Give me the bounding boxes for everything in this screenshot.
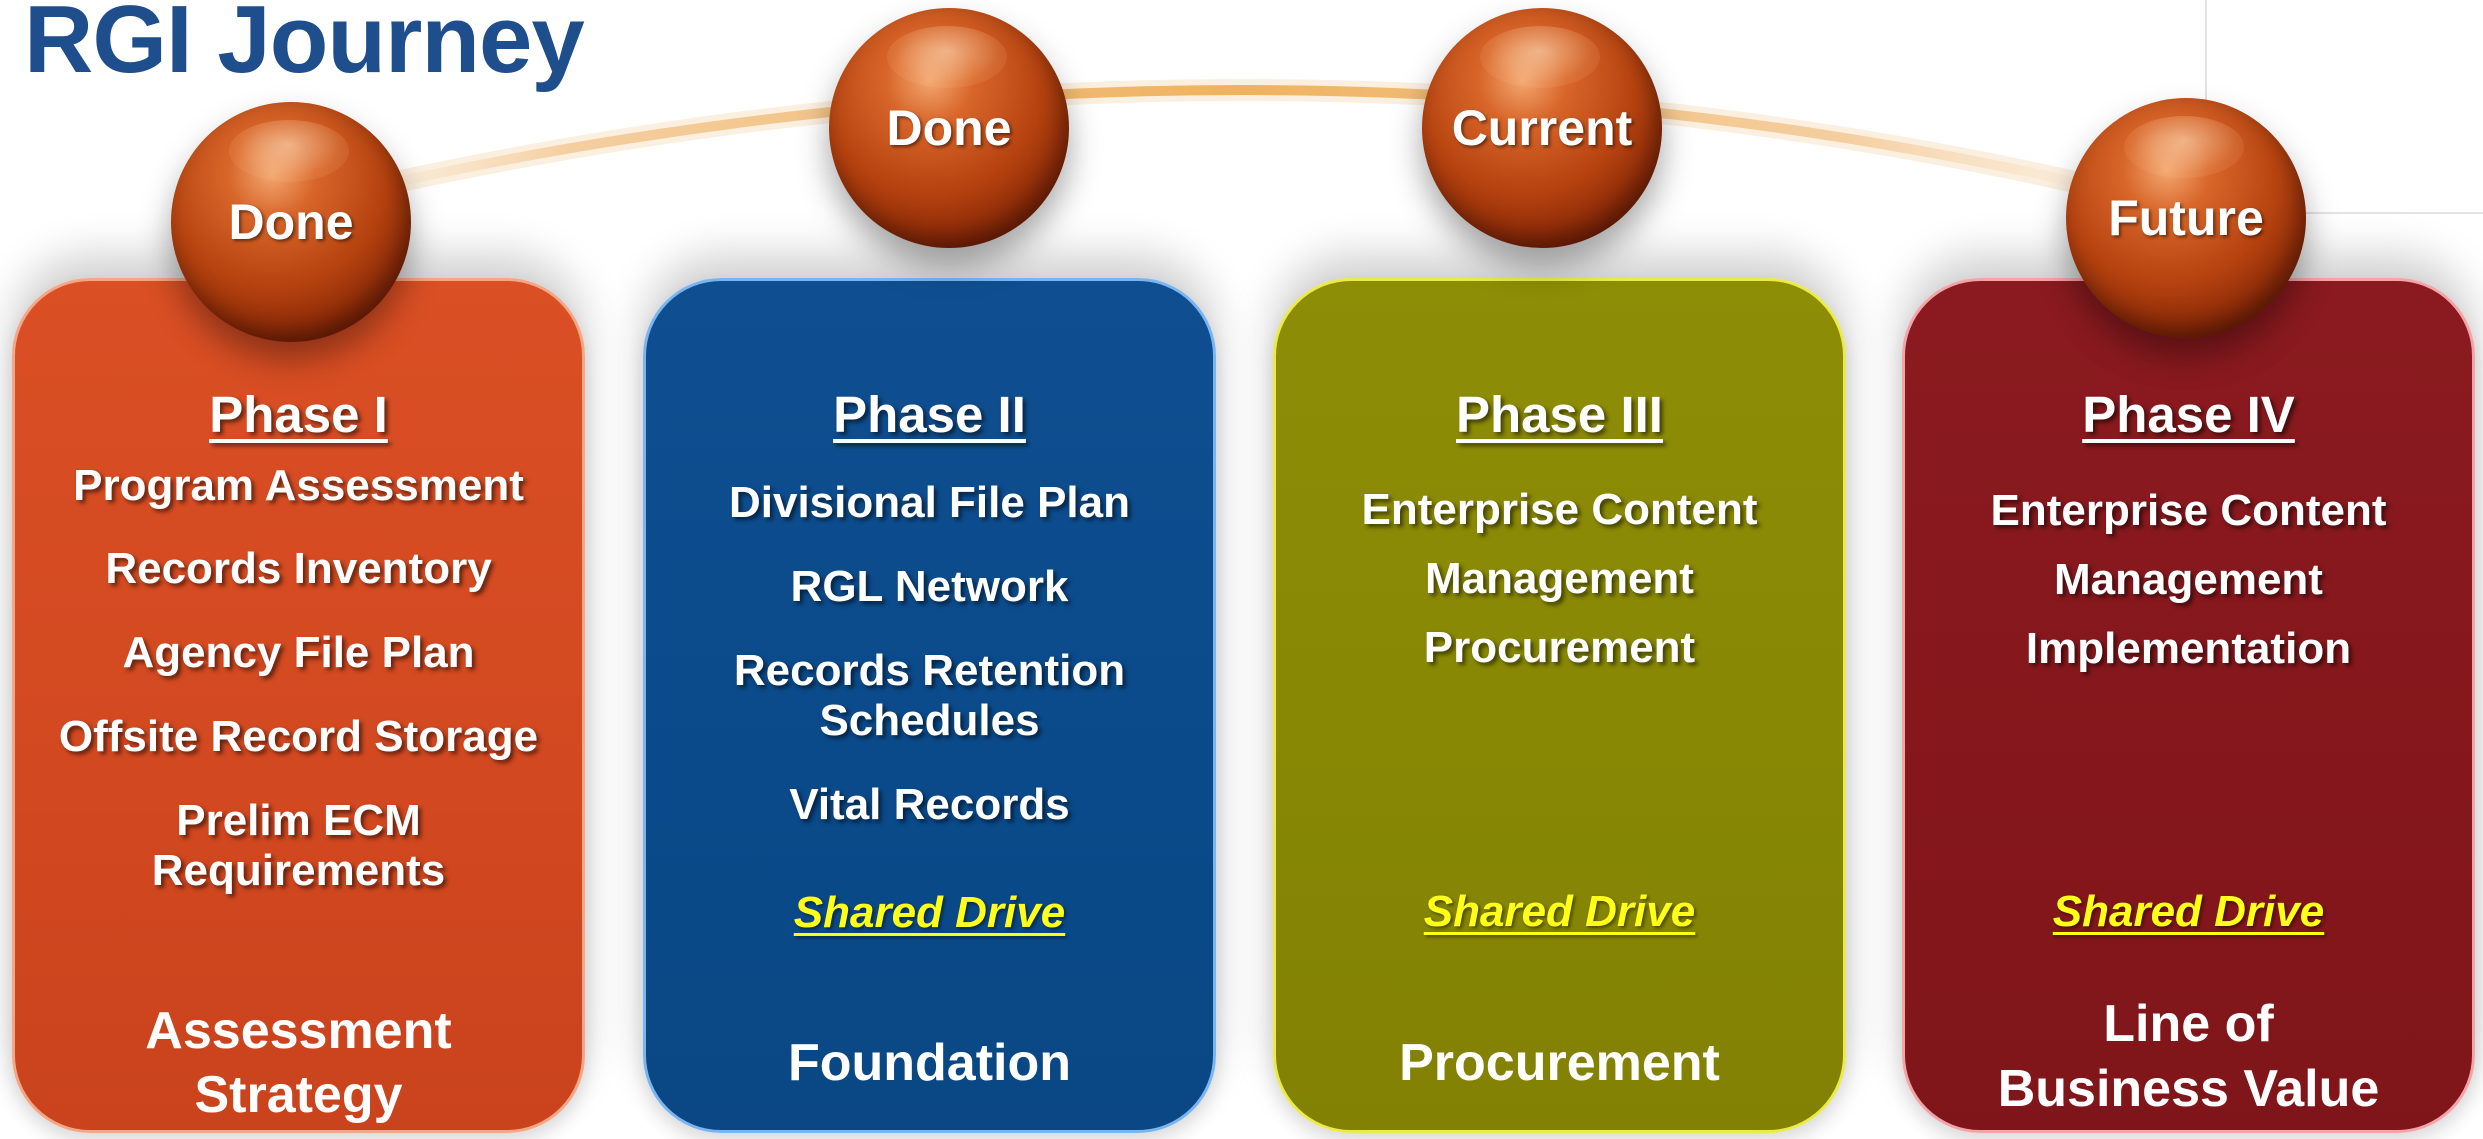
phase-card-3: Phase III Enterprise Content Management …	[1273, 278, 1846, 1133]
phase-item: Procurement	[1423, 623, 1696, 672]
phase-item: Program Assessment	[73, 461, 524, 510]
phase-item: Vital Records	[789, 780, 1070, 829]
status-orb: Current	[1422, 8, 1662, 248]
phase-footer-line: Assessment	[145, 1002, 452, 1060]
phase-item: Management	[2054, 555, 2323, 604]
phase-card-2: Phase II Divisional File Plan RGL Networ…	[643, 278, 1216, 1133]
phase-footer-line: Foundation	[787, 1034, 1072, 1092]
status-orb: Future	[2066, 98, 2306, 338]
phase-item: Implementation	[2025, 624, 2352, 673]
phase-item: Divisional File Plan	[728, 478, 1130, 527]
phase-item: Enterprise Content	[1990, 486, 2387, 535]
phase-item: Enterprise Content	[1361, 485, 1758, 534]
shared-drive-link[interactable]: Shared Drive	[793, 888, 1066, 937]
phase-title: Phase I	[209, 386, 388, 443]
journey-arc	[349, 79, 2121, 201]
phase-item: Offsite Record Storage	[58, 712, 539, 761]
phase-card-4: Phase IV Enterprise Content Management I…	[1902, 278, 2475, 1133]
status-orb: Done	[171, 102, 411, 342]
phase-card-1: Phase I Program Assessment Records Inven…	[12, 278, 585, 1133]
phase-item: Prelim ECM	[176, 796, 421, 845]
shared-drive-link[interactable]: Shared Drive	[1423, 887, 1696, 936]
status-label: Done	[886, 100, 1012, 156]
phase-title: Phase II	[833, 386, 1026, 443]
phase-item: Schedules	[819, 696, 1040, 745]
phase-item: Records Inventory	[105, 544, 492, 593]
phase-item: Requirements	[151, 846, 446, 895]
phase-title: Phase III	[1456, 386, 1663, 443]
phase-item: Records Retention	[733, 646, 1126, 695]
phase-footer-line: Procurement	[1399, 1034, 1720, 1092]
phase-footer-line: Strategy	[194, 1066, 403, 1124]
phase-item: Agency File Plan	[122, 628, 475, 677]
phase-footer-line: Line of	[2103, 995, 2274, 1053]
phase-title: Phase IV	[2082, 386, 2295, 443]
status-label: Done	[228, 194, 354, 250]
status-label: Future	[2108, 190, 2264, 246]
status-label: Current	[1451, 100, 1633, 156]
phase-footer-line: Business Value	[1997, 1060, 2380, 1118]
phase-item: RGL Network	[790, 562, 1069, 611]
shared-drive-link[interactable]: Shared Drive	[2052, 887, 2325, 936]
status-orb: Done	[829, 8, 1069, 248]
page-title: RGI Journey	[24, 0, 585, 93]
phase-item: Management	[1425, 554, 1694, 603]
